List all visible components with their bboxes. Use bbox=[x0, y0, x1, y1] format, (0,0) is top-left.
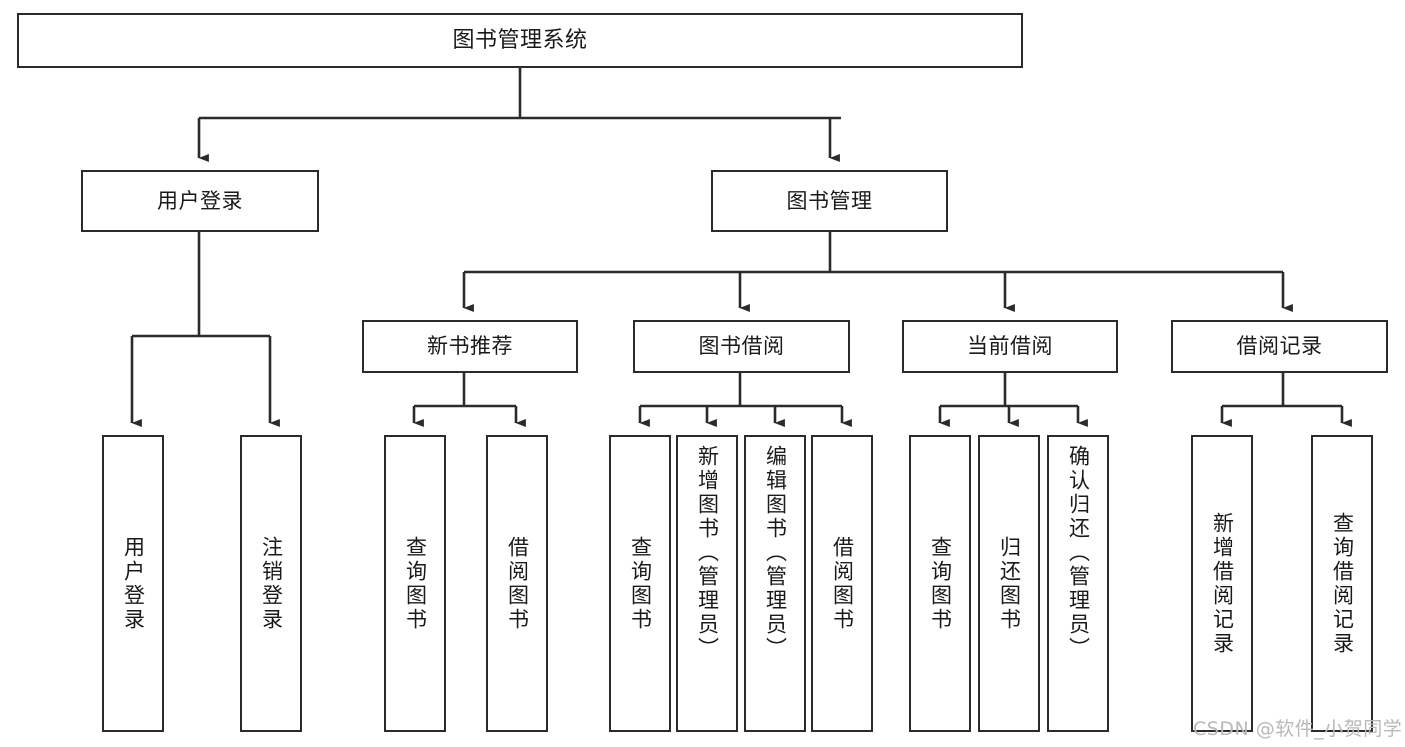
node-new-book-recommend[interactable]: 新书推荐 bbox=[362, 320, 578, 373]
node-new-book-recommend-label: 新书推荐 bbox=[427, 334, 513, 359]
node-leaf-borrow-book-1[interactable]: 借阅图书 bbox=[486, 435, 548, 732]
node-leaf-query-book-1-label: 查询图书 bbox=[403, 535, 428, 632]
node-leaf-borrow-book-2[interactable]: 借阅图书 bbox=[811, 435, 873, 732]
node-leaf-user-login-label: 用户登录 bbox=[121, 535, 146, 632]
node-leaf-logout-login-label: 注销登录 bbox=[259, 535, 284, 632]
node-leaf-logout-login[interactable]: 注销登录 bbox=[240, 435, 302, 732]
node-leaf-edit-book-label: 编辑图书（管理员） bbox=[763, 445, 788, 661]
node-leaf-return-book[interactable]: 归还图书 bbox=[978, 435, 1040, 732]
node-leaf-query-book-2[interactable]: 查询图书 bbox=[609, 435, 671, 732]
node-leaf-query-book-1[interactable]: 查询图书 bbox=[384, 435, 446, 732]
node-book-borrow-label: 图书借阅 bbox=[698, 334, 785, 359]
node-leaf-query-record-label: 查询借阅记录 bbox=[1330, 511, 1355, 656]
node-user-login[interactable]: 用户登录 bbox=[81, 170, 319, 232]
node-leaf-query-book-3[interactable]: 查询图书 bbox=[909, 435, 971, 732]
node-root[interactable]: 图书管理系统 bbox=[17, 13, 1023, 68]
node-current-borrow-label: 当前借阅 bbox=[967, 334, 1053, 359]
node-leaf-add-book[interactable]: 新增图书（管理员） bbox=[676, 435, 738, 732]
node-leaf-query-record[interactable]: 查询借阅记录 bbox=[1311, 435, 1373, 732]
node-book-manage[interactable]: 图书管理 bbox=[711, 170, 948, 232]
node-leaf-return-book-label: 归还图书 bbox=[997, 535, 1022, 632]
node-leaf-user-login[interactable]: 用户登录 bbox=[102, 435, 164, 732]
node-leaf-add-record-label: 新增借阅记录 bbox=[1210, 511, 1235, 656]
node-leaf-query-book-2-label: 查询图书 bbox=[628, 535, 653, 632]
node-leaf-confirm-return-label: 确认归还（管理员） bbox=[1066, 445, 1091, 661]
node-leaf-add-record[interactable]: 新增借阅记录 bbox=[1191, 435, 1253, 732]
node-leaf-confirm-return[interactable]: 确认归还（管理员） bbox=[1047, 435, 1109, 732]
csdn-watermark: CSDN @软件_小贺同学 bbox=[1193, 718, 1403, 740]
node-leaf-edit-book[interactable]: 编辑图书（管理员） bbox=[744, 435, 806, 732]
node-book-borrow[interactable]: 图书借阅 bbox=[633, 320, 850, 373]
node-leaf-borrow-book-1-label: 借阅图书 bbox=[505, 535, 530, 632]
node-borrow-record-label: 借阅记录 bbox=[1236, 334, 1323, 359]
node-borrow-record[interactable]: 借阅记录 bbox=[1171, 320, 1388, 373]
node-user-login-label: 用户登录 bbox=[157, 188, 243, 213]
node-leaf-add-book-label: 新增图书（管理员） bbox=[695, 445, 720, 661]
node-current-borrow[interactable]: 当前借阅 bbox=[902, 320, 1118, 373]
node-leaf-query-book-3-label: 查询图书 bbox=[928, 535, 953, 632]
node-root-label: 图书管理系统 bbox=[452, 27, 588, 53]
node-leaf-borrow-book-2-label: 借阅图书 bbox=[830, 535, 855, 632]
node-book-manage-label: 图书管理 bbox=[786, 188, 873, 213]
